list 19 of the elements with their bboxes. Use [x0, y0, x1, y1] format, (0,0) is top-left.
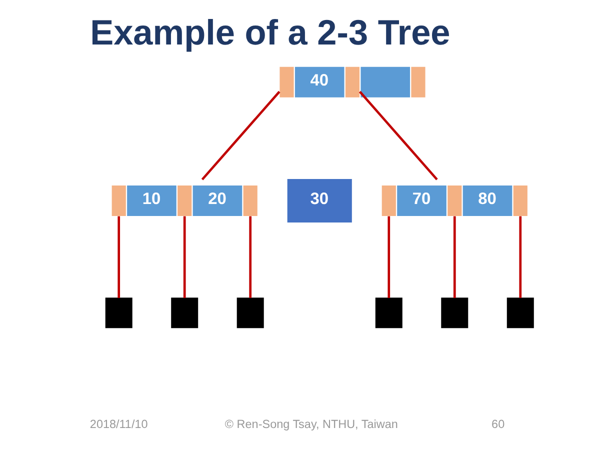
label: 60	[492, 418, 505, 431]
label: © Ren-Song Tsay, NTHU, Taiwan	[224, 418, 398, 431]
label: 2018/11/10	[90, 418, 148, 431]
connector	[118, 216, 120, 298]
node-box	[375, 298, 402, 328]
connector	[201, 90, 280, 180]
connector	[183, 216, 186, 298]
node-box	[105, 298, 132, 328]
connector	[358, 90, 438, 180]
connector	[388, 216, 390, 298]
diagram-title: Example of a 2-3 Tree	[90, 14, 450, 53]
node-box	[171, 298, 198, 328]
connector	[249, 216, 252, 298]
node-box	[506, 298, 534, 328]
node-box	[441, 298, 468, 328]
node-box: 30	[287, 179, 352, 222]
connector	[519, 216, 522, 298]
node-box	[236, 298, 264, 328]
connector	[453, 216, 456, 298]
